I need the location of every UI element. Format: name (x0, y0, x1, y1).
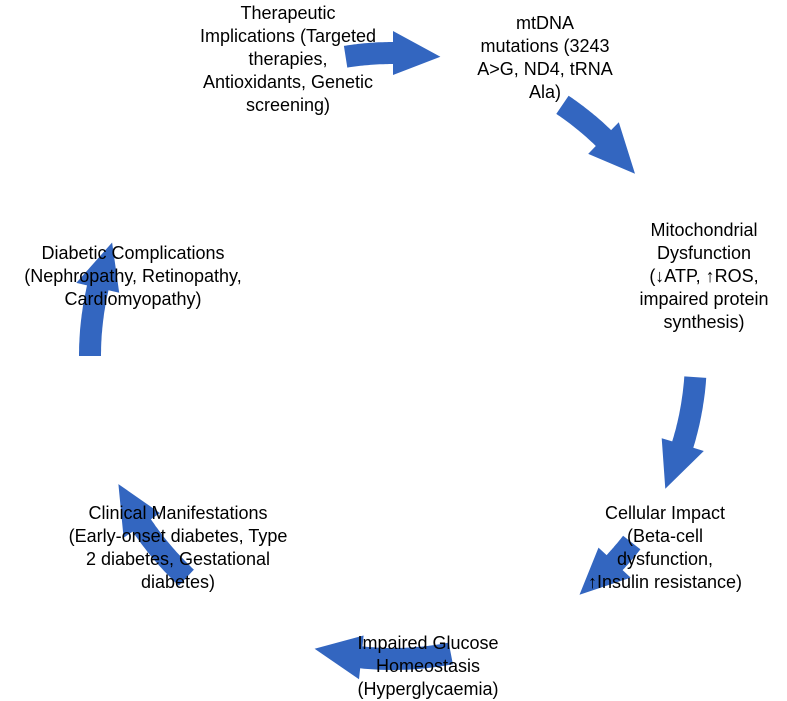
node-line: screening) (245, 95, 331, 115)
node-line: mtDNA (516, 13, 574, 33)
node-line: Antioxidants, Genetic (202, 72, 374, 92)
node-therapeutic-implications: Therapeutic Implications (Targeted thera… (183, 2, 393, 117)
node-line: A>G, ND4, tRNA (477, 59, 613, 79)
node-diabetic-complications: Diabetic Complications (Nephropathy, Ret… (2, 242, 264, 311)
node-line: Impaired Glucose (357, 633, 499, 653)
node-line: Therapeutic (240, 3, 336, 23)
node-line: (↓ATP, ↑ROS, (649, 266, 759, 286)
node-line: (Hyperglycaemia) (357, 679, 499, 699)
node-line: impaired protein (639, 289, 769, 309)
node-line: Dysfunction (656, 243, 752, 263)
node-line: Cellular Impact (604, 503, 726, 523)
arrow-complications-to-therapeutic (76, 242, 120, 356)
node-clinical-manifestations: Clinical Manifestations (Early-onset dia… (55, 502, 301, 594)
arrow-glucose-to-clinical (314, 635, 453, 680)
node-line: (Beta-cell (626, 526, 704, 546)
node-line: Mitochondrial (650, 220, 758, 240)
arrow-clinical-to-complications (118, 484, 194, 586)
node-line: (Early-onset diabetes, Type (68, 526, 288, 546)
node-line: therapies, (248, 49, 328, 69)
arrow-mito-to-cellular (661, 376, 707, 489)
node-line: Homeostasis (375, 656, 481, 676)
node-mitochondrial-dysfunction: Mitochondrial Dysfunction (↓ATP, ↑ROS, i… (626, 219, 782, 334)
node-impaired-glucose-homeostasis: Impaired Glucose Homeostasis (Hyperglyca… (342, 632, 514, 701)
node-line: Diabetic Complications (41, 243, 225, 263)
arrow-therapeutic-to-mtdna (343, 31, 441, 75)
node-line: Implications (Targeted (199, 26, 377, 46)
node-line: (Nephropathy, Retinopathy, (24, 266, 242, 286)
node-mtdna-mutations: mtDNA mutations (3243 A>G, ND4, tRNA Ala… (460, 12, 630, 104)
node-line: Cardiomyopathy) (64, 289, 202, 309)
arrow-mtdna-to-mito (556, 95, 635, 174)
node-line: diabetes) (140, 572, 216, 592)
arrow-cellular-to-glucose (579, 535, 641, 595)
node-line: mutations (3243 (480, 36, 610, 56)
node-line: 2 diabetes, Gestational (85, 549, 271, 569)
node-line: ↑Insulin resistance) (587, 572, 743, 592)
node-line: synthesis) (663, 312, 745, 332)
node-cellular-impact: Cellular Impact (Beta-cell dysfunction, … (565, 502, 765, 594)
node-line: dysfunction, (616, 549, 714, 569)
node-line: Clinical Manifestations (88, 503, 268, 523)
node-line: Ala) (528, 82, 561, 102)
